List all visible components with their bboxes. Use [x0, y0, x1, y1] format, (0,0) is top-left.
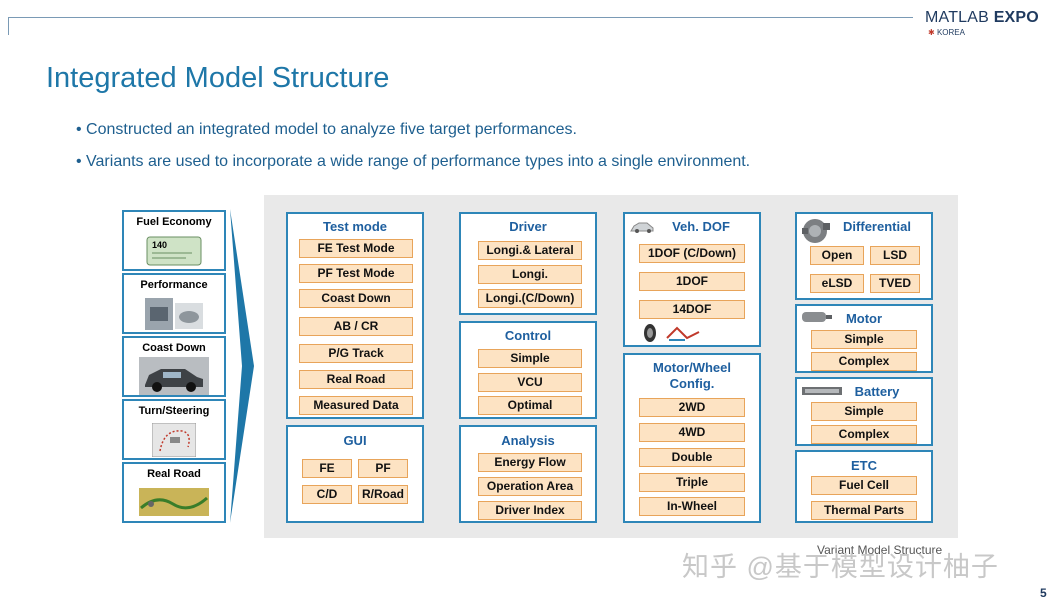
group-title: Driver — [509, 219, 547, 234]
vehicle-silhouette-icon — [630, 222, 654, 233]
item-gui-cd: C/D — [302, 485, 352, 504]
item-triple: Triple — [639, 473, 745, 492]
item-diff-tved: TVED — [870, 274, 920, 293]
flag-icon: ✱ — [928, 28, 935, 37]
item-operation-area: Operation Area — [478, 477, 582, 496]
item-driver-index: Driver Index — [478, 501, 582, 520]
perf-performance: Performance — [122, 273, 226, 334]
group-gui: GUI FE PF C/D R/Road — [286, 425, 424, 523]
performance-photo-icon — [145, 298, 203, 330]
header-rule-tick — [8, 17, 9, 35]
group-title-line2: Config. — [669, 376, 715, 391]
group-etc: ETC Fuel Cell Thermal Parts — [795, 450, 933, 523]
page-number: 5 — [1040, 586, 1047, 600]
item-pf-test-mode: PF Test Mode — [299, 264, 413, 283]
bullet-2: • Variants are used to incorporate a wid… — [76, 153, 751, 170]
group-title: Control — [504, 328, 552, 343]
group-title-line1: Motor/Wheel — [653, 360, 731, 375]
group-test-mode: Test mode FE Test Mode PF Test Mode Coas… — [286, 212, 424, 419]
group-title: ETC — [851, 458, 877, 473]
item-pg-track: P/G Track — [299, 344, 413, 363]
item-fuel-cell: Fuel Cell — [811, 476, 917, 495]
item-battery-complex: Complex — [811, 425, 917, 444]
item-diff-lsd: LSD — [870, 246, 920, 265]
item-control-vcu: VCU — [478, 373, 582, 392]
steering-test-icon — [152, 423, 196, 457]
group-title: Veh. DOF — [672, 219, 730, 234]
item-thermal-parts: Thermal Parts — [811, 501, 917, 520]
header-rule — [8, 17, 913, 18]
item-diff-open: Open — [810, 246, 864, 265]
item-measured-data: Measured Data — [299, 396, 413, 415]
perf-turn-steering: Turn/Steering — [122, 399, 226, 460]
perf-real-road: Real Road — [122, 462, 226, 523]
group-differential: Differential Open LSD eLSD TVED — [795, 212, 933, 300]
road-map-icon — [139, 488, 209, 516]
right-arrow-icon — [230, 209, 254, 523]
group-motor-wheel-config: Motor/Wheel Config. 2WD 4WD Double Tripl… — [623, 353, 761, 523]
group-title: GUI — [343, 433, 367, 448]
item-gui-rroad: R/Road — [358, 485, 408, 504]
group-title: Battery — [854, 384, 900, 399]
wheel-suspension-icon — [644, 324, 700, 342]
item-real-road: Real Road — [299, 370, 413, 389]
car-icon — [139, 357, 209, 395]
item-4wd: 4WD — [639, 423, 745, 442]
item-in-wheel: In-Wheel — [639, 497, 745, 516]
group-control: Control Simple VCU Optimal — [459, 321, 597, 419]
motor-icon — [802, 312, 832, 322]
group-title: Differential — [843, 219, 911, 234]
group-veh-dof: Veh. DOF 1DOF (C/Down) 1DOF 14DOF — [623, 212, 761, 347]
group-battery: Battery Simple Complex — [795, 377, 933, 446]
item-energy-flow: Energy Flow — [478, 453, 582, 472]
fuel-display-icon: 140 — [146, 236, 202, 266]
item-14dof: 14DOF — [639, 300, 745, 319]
group-analysis: Analysis Energy Flow Operation Area Driv… — [459, 425, 597, 523]
item-longi-cdown: Longi.(C/Down) — [478, 289, 582, 308]
group-driver: Driver Longi.& Lateral Longi. Longi.(C/D… — [459, 212, 597, 315]
item-fe-test-mode: FE Test Mode — [299, 239, 413, 258]
logo-korea: ✱ KOREA — [928, 28, 965, 37]
group-title: Analysis — [501, 433, 555, 448]
matlab-expo-logo: MATLAB EXPO — [925, 9, 1039, 26]
differential-gear-icon — [802, 219, 830, 243]
item-longi: Longi. — [478, 265, 582, 284]
item-motor-complex: Complex — [811, 352, 917, 371]
item-battery-simple: Simple — [811, 402, 917, 421]
perf-coast-down: Coast Down — [122, 336, 226, 397]
perf-fuel-economy: Fuel Economy 140 — [122, 210, 226, 271]
item-1dof-cdown: 1DOF (C/Down) — [639, 244, 745, 263]
item-coast-down: Coast Down — [299, 289, 413, 308]
item-1dof: 1DOF — [639, 272, 745, 291]
item-2wd: 2WD — [639, 398, 745, 417]
item-motor-simple: Simple — [811, 330, 917, 349]
model-structure-diagram: Test mode FE Test Mode PF Test Mode Coas… — [264, 195, 958, 538]
item-control-simple: Simple — [478, 349, 582, 368]
group-title: Motor — [845, 311, 883, 326]
item-longi-lateral: Longi.& Lateral — [478, 241, 582, 260]
item-control-optimal: Optimal — [478, 396, 582, 415]
battery-icon — [802, 387, 842, 395]
slide-title: Integrated Model Structure — [46, 62, 390, 94]
item-gui-pf: PF — [358, 459, 408, 478]
item-gui-fe: FE — [302, 459, 352, 478]
item-double: Double — [639, 448, 745, 467]
bullet-1: • Constructed an integrated model to ana… — [76, 121, 577, 138]
watermark: 知乎 @基于模型设计柚子 — [682, 552, 999, 582]
item-ab-cr: AB / CR — [299, 317, 413, 336]
group-title: Test mode — [322, 219, 388, 234]
diagram-caption: Variant Model Structure — [817, 543, 943, 557]
item-diff-elsd: eLSD — [810, 274, 864, 293]
svg-text:140: 140 — [152, 240, 167, 250]
group-motor: Motor Simple Complex — [795, 304, 933, 373]
